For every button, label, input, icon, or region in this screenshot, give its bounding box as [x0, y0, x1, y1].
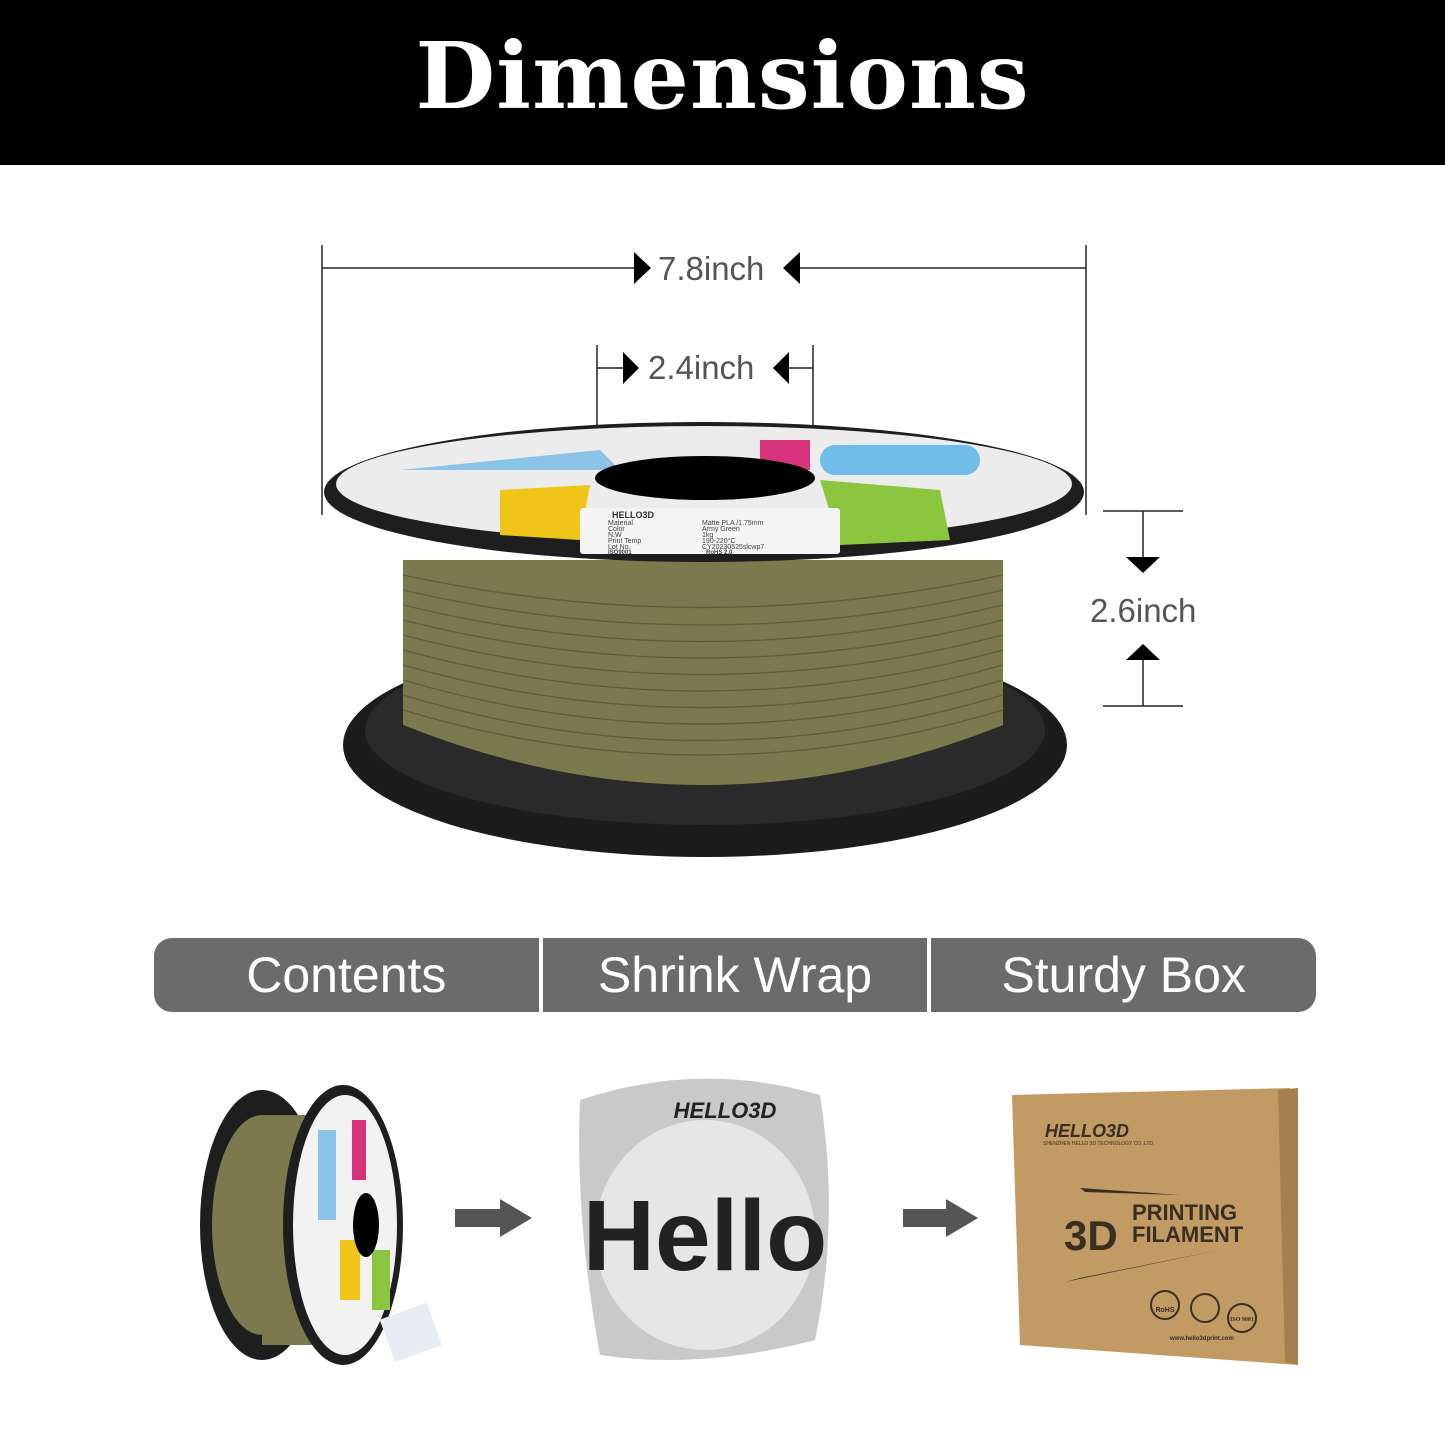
- spool-label-brand: HELLO3D: [612, 510, 655, 520]
- page-title: Dimensions: [415, 22, 1030, 130]
- label-sturdy-box: Sturdy Box: [1001, 947, 1246, 1003]
- label-contents: Contents: [246, 947, 447, 1003]
- packaging-bar: Contents Shrink Wrap Sturdy Box: [154, 938, 1316, 1012]
- label-field-name: Lot No.: [608, 544, 631, 551]
- label-footer-right: RoHS 2.0: [706, 550, 733, 556]
- label-field-value: 1kg: [702, 532, 713, 539]
- label-shrink-wrap: Shrink Wrap: [597, 947, 873, 1003]
- label-field-name: N.W: [608, 532, 622, 539]
- arrow-heads: [623, 252, 1160, 660]
- width-dimension-lines: [321, 245, 1183, 707]
- spool-label-fields: Material Matte PLA /1.75mm Color Army Gr…: [608, 520, 764, 556]
- label-field-value: Army Green: [702, 526, 740, 533]
- divider: [538, 938, 543, 1012]
- width-dimension-label: 7.8inch: [658, 250, 765, 287]
- label-field-value: Matte PLA /1.75mm: [702, 520, 764, 527]
- label-field-value: CY20230525slcwp7: [702, 544, 764, 551]
- header-banner: Dimensions: [0, 0, 1445, 165]
- label-field-name: Material: [608, 520, 633, 527]
- divider: [927, 938, 932, 1012]
- label-field-name: Color: [608, 526, 625, 533]
- label-field-name: Print Temp: [608, 538, 641, 545]
- hub-dimension-label: 2.4inch: [648, 349, 755, 386]
- height-dimension-label: 2.6inch: [1090, 592, 1197, 629]
- main-spool: HELLO3D Material Matte PLA /1.75mm Color…: [324, 422, 1084, 857]
- label-field-value: 190-220°C: [702, 537, 736, 545]
- label-footer-left: ISO9001: [608, 550, 632, 556]
